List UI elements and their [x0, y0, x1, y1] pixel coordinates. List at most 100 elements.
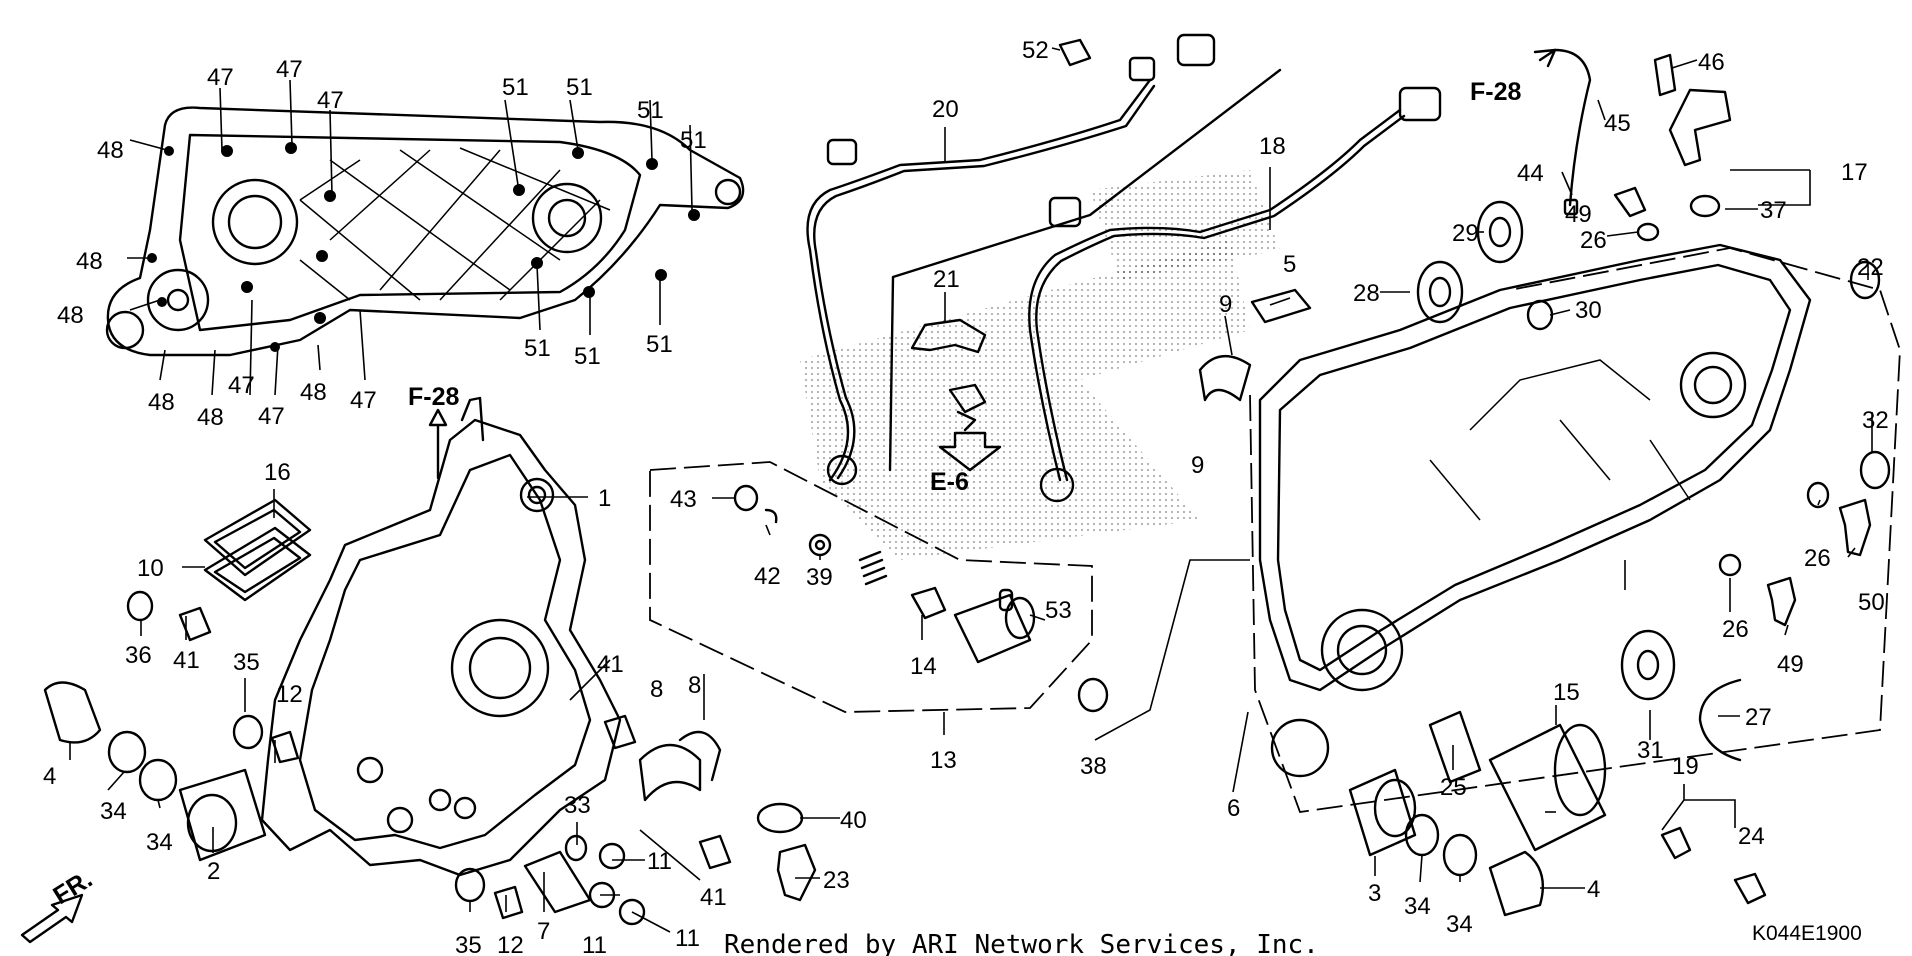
- ref-f28-top: F-28: [1470, 78, 1522, 106]
- callout-30: 30: [1575, 297, 1602, 324]
- callout-14: 14: [910, 653, 937, 680]
- left-crankcase: [260, 396, 622, 877]
- callout-41: 41: [173, 647, 200, 674]
- callout-4: 4: [43, 763, 56, 790]
- callout-48: 48: [197, 404, 224, 431]
- callout-35: 35: [455, 932, 482, 956]
- callout-39: 39: [806, 564, 833, 591]
- divider-line: [888, 68, 1282, 472]
- diagram-code: K044E1900: [1752, 922, 1862, 945]
- callout-26: 26: [1580, 227, 1607, 254]
- case-group-box: [1249, 247, 1901, 813]
- callout-38: 38: [1080, 753, 1107, 780]
- callout-11: 11: [582, 932, 607, 956]
- callout-31: 31: [1637, 737, 1664, 764]
- callout-9: 9: [1191, 452, 1204, 479]
- callout-37: 37: [1760, 197, 1787, 224]
- callout-12: 12: [497, 932, 524, 956]
- callout-24: 24: [1738, 823, 1765, 850]
- callout-50: 50: [1858, 589, 1885, 616]
- callout-16: 16: [264, 459, 291, 486]
- callout-35: 35: [233, 649, 260, 676]
- callout-11: 11: [647, 848, 672, 875]
- callout-47: 47: [317, 87, 344, 114]
- callout-32: 32: [1862, 407, 1889, 434]
- callout-34: 34: [100, 798, 127, 825]
- callout-49: 49: [1777, 651, 1804, 678]
- credit-text: Rendered by ARI Network Services, Inc.: [724, 930, 1319, 956]
- callout-8: 8: [688, 672, 701, 699]
- callout-20: 20: [932, 96, 959, 123]
- callout-34: 34: [1446, 911, 1473, 938]
- ref-e6: E-6: [930, 468, 969, 496]
- callout-4: 4: [1587, 876, 1600, 903]
- callout-15: 15: [1553, 679, 1580, 706]
- callout-48: 48: [300, 379, 327, 406]
- callout-26: 26: [1804, 545, 1831, 572]
- leader-lines: [20, 47, 1873, 944]
- callout-17: 17: [1841, 159, 1868, 186]
- callout-5: 5: [1283, 251, 1296, 278]
- callout-21: 21: [933, 266, 960, 293]
- callout-9: 9: [1219, 291, 1232, 318]
- callout-51: 51: [574, 343, 601, 370]
- callout-48: 48: [57, 302, 84, 329]
- ref-f28-left: F-28: [408, 383, 460, 411]
- callout-46: 46: [1698, 49, 1725, 76]
- callout-10: 10: [137, 555, 164, 582]
- callout-47: 47: [207, 64, 234, 91]
- callout-51: 51: [637, 97, 664, 124]
- callout-8: 8: [650, 676, 663, 703]
- callout-51: 51: [502, 74, 529, 101]
- callout-51: 51: [646, 331, 673, 358]
- callout-34: 34: [146, 829, 173, 856]
- crankcase-cover-gasket: [105, 106, 745, 357]
- harness-clamp-21: [910, 318, 987, 432]
- callout-26: 26: [1722, 616, 1749, 643]
- callout-41: 41: [597, 651, 624, 678]
- callout-51: 51: [680, 127, 707, 154]
- callout-48: 48: [97, 137, 124, 164]
- callout-48: 48: [76, 248, 103, 275]
- callout-3: 3: [1368, 880, 1381, 907]
- callout-43: 43: [670, 486, 697, 513]
- wire-harness-20: [806, 33, 1216, 486]
- reference-labels: F-28 F-28 E-6 FR.: [48, 78, 1521, 910]
- callout-51: 51: [524, 335, 551, 362]
- callout-29: 29: [1452, 220, 1479, 247]
- callout-12: 12: [276, 681, 303, 708]
- callout-47: 47: [276, 56, 303, 83]
- callout-53: 53: [1045, 597, 1072, 624]
- callout-22: 22: [1857, 254, 1884, 281]
- callout-49: 49: [1565, 201, 1592, 228]
- callout-47: 47: [228, 372, 255, 399]
- callout-19: 19: [1672, 753, 1699, 780]
- callout-6: 6: [1227, 795, 1240, 822]
- callout-52: 52: [1022, 37, 1049, 64]
- callout-18: 18: [1259, 133, 1286, 160]
- callout-36: 36: [125, 642, 152, 669]
- right-crankcase: [1258, 243, 1812, 778]
- strainer-group-box: [649, 461, 1093, 713]
- callout-40: 40: [840, 807, 867, 834]
- callout-1: 1: [598, 485, 611, 512]
- callout-41: 41: [700, 884, 727, 911]
- callout-47: 47: [258, 403, 285, 430]
- small-parts: [43, 38, 1891, 926]
- callout-33: 33: [564, 792, 591, 819]
- callout-45: 45: [1604, 110, 1631, 137]
- callout-34: 34: [1404, 893, 1431, 920]
- callout-2: 2: [207, 858, 220, 885]
- callout-51: 51: [566, 74, 593, 101]
- callout-23: 23: [823, 867, 850, 894]
- callout-25: 25: [1440, 774, 1467, 801]
- callout-44: 44: [1517, 160, 1544, 187]
- callout-7: 7: [537, 918, 550, 945]
- callout-11: 11: [675, 925, 700, 952]
- watermark-logo: [800, 170, 1280, 560]
- wire-harness-18: [1028, 86, 1442, 503]
- callout-48: 48: [148, 389, 175, 416]
- callout-42: 42: [754, 563, 781, 590]
- callout-47: 47: [350, 387, 377, 414]
